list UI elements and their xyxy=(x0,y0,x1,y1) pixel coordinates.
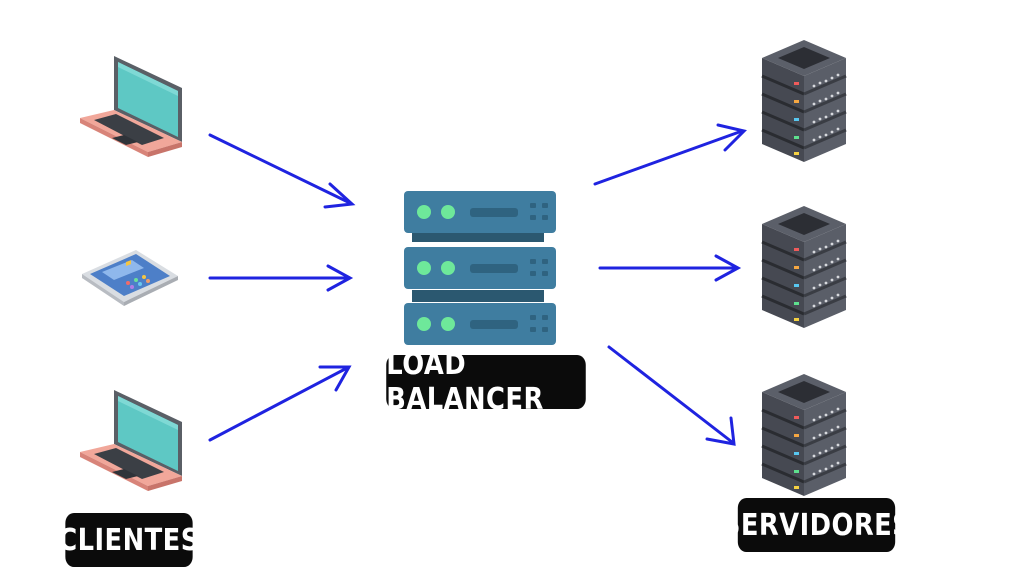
arrow-client1-to-balancer xyxy=(208,133,352,205)
server-tower-icon xyxy=(760,372,848,498)
arrow-client3-to-balancer xyxy=(208,366,349,442)
server-tower-icon xyxy=(760,38,848,164)
arrow-balancer-to-server1 xyxy=(593,129,744,186)
laptop-icon xyxy=(80,56,182,157)
arrowhead xyxy=(323,182,356,209)
server-tower-icon xyxy=(760,204,848,330)
clients-label: CLIENTES xyxy=(58,513,199,567)
arrowhead xyxy=(716,123,747,152)
load-balancer-label: LOAD BALANCER xyxy=(386,347,586,417)
tablet-icon xyxy=(82,250,178,306)
arrow-balancer-to-server3 xyxy=(607,345,734,444)
arrowhead xyxy=(714,254,742,282)
arrowhead xyxy=(318,365,352,392)
laptop-icon xyxy=(80,390,182,491)
arrowhead xyxy=(326,264,354,292)
server-rack-icon xyxy=(404,191,556,345)
servers-label: SERVIDORES xyxy=(722,498,911,552)
arrowhead xyxy=(705,416,736,446)
